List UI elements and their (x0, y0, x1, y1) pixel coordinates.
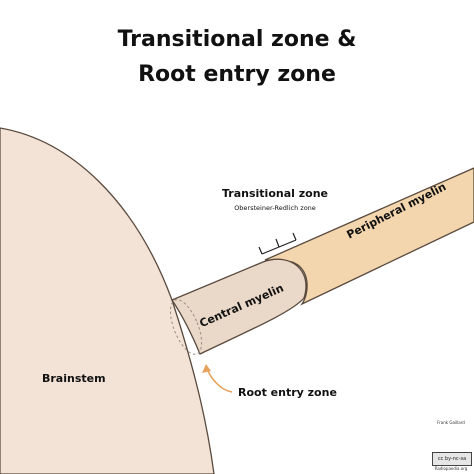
site-credit: Radiopaedia.org (431, 466, 471, 471)
root-entry-zone-outline (169, 299, 203, 355)
brainstem-label: Brainstem (42, 372, 106, 385)
transitional-zone-label: Transitional zone (222, 187, 328, 200)
site-name: Radiopaedia.org (434, 466, 468, 471)
author-credit: Frank Gaillard (431, 420, 471, 425)
transitional-zone-sublabel: Obersteiner-Redlich zone (234, 204, 316, 212)
central-myelin-segment (171, 258, 307, 355)
root-entry-zone-label: Root entry zone (238, 386, 337, 399)
title-line-1: Transitional zone & (117, 27, 357, 52)
transitional-zone-bracket (258, 232, 297, 255)
author-name: Frank Gaillard (437, 420, 465, 425)
title-line-2: Root entry zone (138, 62, 336, 87)
license-badge: cc by-nc-sa (432, 452, 472, 466)
arrow-head (202, 364, 211, 373)
